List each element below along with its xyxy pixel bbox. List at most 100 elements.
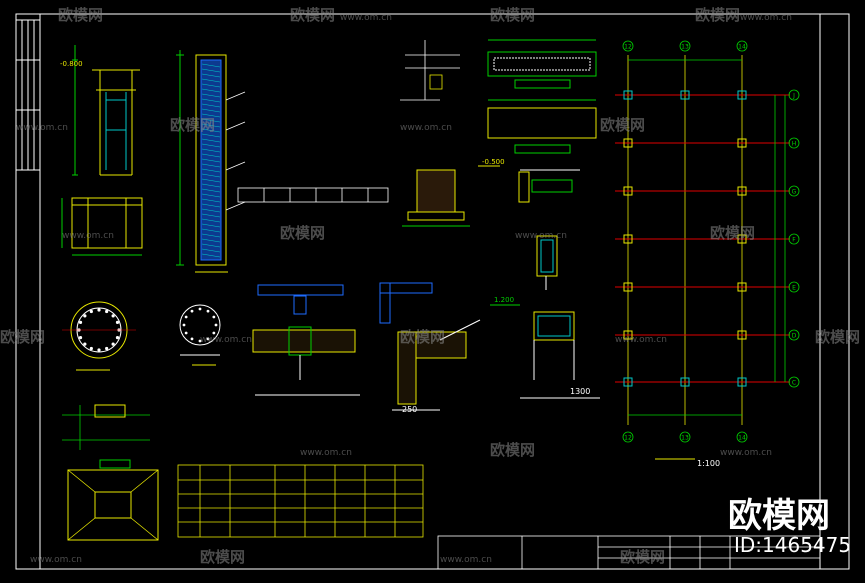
rebar-dot [212, 331, 216, 335]
column-marker [737, 138, 747, 148]
column-marker [623, 138, 633, 148]
rebar-tie-line [201, 113, 221, 118]
column-marker [623, 377, 633, 387]
axis-label: J [792, 93, 795, 100]
axis-label: C [792, 380, 796, 387]
parapet-detail: 1.200 1300 [490, 296, 600, 399]
watermark-url: www.om.cn [400, 123, 452, 133]
watermark-brand: 欧模网 [200, 548, 245, 566]
foundation-block [402, 169, 470, 227]
watermark-brand: 欧模网 [490, 6, 535, 24]
round-pile-section-1 [62, 301, 136, 371]
dimension-250: 250 [402, 405, 417, 414]
axis-label: H [792, 141, 797, 148]
drawing-frame [15, 13, 850, 570]
watermark-brand: 欧模网 [290, 6, 335, 24]
svg-text:-0.800: -0.800 [60, 60, 83, 68]
column-marker [623, 234, 633, 244]
axis-bubble: C [788, 376, 800, 388]
rebar-dot [97, 348, 101, 352]
rebar-tie-line [201, 238, 221, 243]
rebar-dot [190, 337, 194, 341]
rebar-tie-line [201, 233, 221, 238]
rebar-tie-line [201, 123, 221, 128]
rebar-tie-line [201, 83, 221, 88]
rebar-dot [190, 309, 194, 313]
column-marker [680, 377, 690, 387]
elevation-marker-minus-0500: -0.500 [478, 158, 580, 203]
watermark-brand: 欧模网 [710, 224, 755, 242]
plan-scale: 1:100 [697, 459, 720, 468]
watermark-layer: 欧模网 欧模网 欧模网 欧模网 www.om.cn www.om.cn 欧模网 … [0, 6, 860, 566]
axis-label: 14 [738, 44, 746, 51]
watermark-url: www.om.cn [16, 123, 68, 133]
axis-label: D [792, 333, 797, 340]
beam-plan-diagrams [487, 39, 597, 154]
watermark-url: www.om.cn [300, 448, 352, 458]
rebar-tie-line [201, 218, 221, 223]
axis-bubble: J [788, 89, 800, 101]
watermark-url: www.om.cn [720, 448, 772, 458]
title-block [437, 535, 821, 570]
dimension-1300: 1300 [570, 387, 590, 396]
column-marker [737, 282, 747, 292]
rebar-dot [83, 342, 87, 346]
rebar-tie-line [201, 208, 221, 213]
axis-bubble: 14 [736, 431, 748, 443]
rebar-tie-line [201, 128, 221, 133]
elevation-1200: 1.200 [494, 296, 514, 304]
rebar-dot [111, 314, 115, 318]
rebar-dot [111, 342, 115, 346]
watermark-url: www.om.cn [30, 555, 82, 565]
axis-bubble: 12 [622, 431, 634, 443]
watermark-url: www.om.cn [515, 231, 567, 241]
axis-label: G [792, 189, 797, 196]
rebar-schedule-table [177, 464, 424, 538]
rebar-tie-line [201, 108, 221, 113]
watermark-brand: 欧模网 [695, 6, 740, 24]
column-marker [737, 186, 747, 196]
watermark-id: ID:1465475 [734, 533, 851, 557]
axis-bubble: D [788, 329, 800, 341]
axis-bubble: 14 [736, 40, 748, 52]
rebar-dot [198, 339, 202, 343]
axis-label: 13 [681, 435, 689, 442]
watermark-brand: 欧模网 [815, 328, 860, 346]
rebar-dot [184, 315, 188, 319]
rebar-dot [78, 336, 83, 340]
rebar-dot [182, 323, 186, 327]
axis-label: 14 [738, 435, 746, 442]
axis-bubble: H [788, 137, 800, 149]
rebar-dot [206, 309, 210, 313]
axis-label: 13 [681, 44, 689, 51]
watermark-brand: 欧模网 [400, 328, 445, 346]
watermark-url: www.om.cn [615, 335, 667, 345]
axis-bubble: E [788, 281, 800, 293]
column-marker [623, 282, 633, 292]
axis-bubble: G [788, 185, 800, 197]
watermark-brand: 欧模网 [280, 224, 325, 242]
column-marker [680, 90, 690, 100]
elevation-label: -0.500 [482, 158, 505, 166]
rebar-tie-line [201, 243, 221, 248]
column-marker [623, 330, 633, 340]
rebar-tie-line [201, 133, 221, 138]
axis-label: 12 [624, 435, 632, 442]
axis-label: F [792, 237, 796, 244]
rebar-tie-line [201, 63, 221, 68]
rebar-dot [115, 320, 120, 324]
rebar-tie-line [201, 73, 221, 78]
watermark-brand: 欧模网 [58, 6, 103, 24]
column-marker [623, 186, 633, 196]
watermark-brand: 欧模网 [170, 116, 215, 134]
rebar-tie-line [201, 103, 221, 108]
rebar-tie-line [201, 88, 221, 93]
rebar-tie-line [201, 148, 221, 153]
rebar-tie-line [201, 158, 221, 163]
rebar-dot [105, 309, 109, 314]
rebar-dot [212, 315, 216, 319]
watermark-url: www.om.cn [200, 335, 252, 345]
column-marker [737, 330, 747, 340]
rebar-tie-line [201, 248, 221, 253]
rebar-tie-line [201, 78, 221, 83]
